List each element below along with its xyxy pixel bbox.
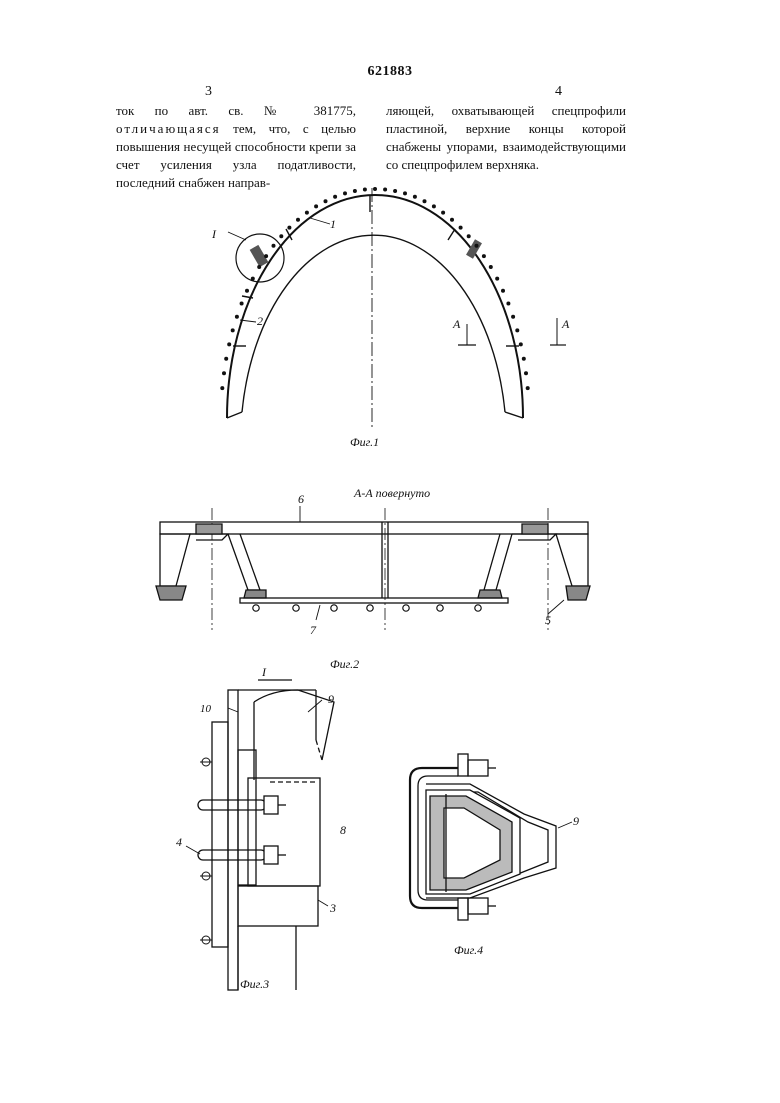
- arch-bolt-dot: [333, 194, 338, 199]
- column-number-left: 3: [205, 84, 212, 99]
- arch-bolt-dot: [224, 356, 229, 361]
- arch-bolt-dot: [441, 210, 446, 215]
- plate-bolt-dot: [366, 604, 374, 612]
- fig3-label-10: 10: [200, 703, 212, 715]
- fig3-caption: Фиг.3: [240, 977, 269, 991]
- fig4-label-9: 9: [573, 814, 579, 828]
- fig3-side-bolts: [200, 757, 212, 945]
- arch-bolt-dot: [495, 276, 500, 281]
- plate-bolt-dot: [252, 604, 260, 612]
- plate-bolt-dot: [436, 604, 444, 612]
- fig2-label-7: 7: [310, 623, 317, 637]
- fig1-section-right: A: [561, 317, 570, 331]
- fig2-caption: Фиг.2: [330, 657, 359, 671]
- arch-bolt-dot: [511, 314, 516, 319]
- arch-bolt-dot: [525, 386, 530, 391]
- column-number-right: 4: [555, 84, 562, 99]
- fig3-label-3: 3: [329, 901, 336, 915]
- arch-bolt-dot: [222, 371, 226, 376]
- left-text-spaced: отличающаяся: [116, 121, 221, 136]
- arch-bolt-dot: [314, 204, 319, 209]
- fig4-profile-drawing: [408, 753, 573, 921]
- plate-bolt-dot: [330, 604, 338, 612]
- arch-bolt-dot: [323, 199, 328, 204]
- arch-bolt-dot: [264, 254, 269, 259]
- arch-bolt-dot: [220, 386, 225, 391]
- arch-bolt-dot: [227, 342, 232, 347]
- arch-bolt-dot: [474, 243, 479, 248]
- arch-bolt-dot: [362, 187, 367, 192]
- arch-bolt-dot: [250, 276, 255, 281]
- arch-bolt-dot: [466, 234, 471, 239]
- fig1-caption: Фиг.1: [350, 435, 379, 449]
- fig1-bolt-dots: [220, 187, 530, 391]
- fig1-section-left: A: [452, 317, 461, 331]
- arch-bolt-dot: [518, 342, 523, 347]
- arch-bolt-dot: [234, 314, 239, 319]
- right-column-text: ляющей, охватывающей спецпрофили пластин…: [386, 102, 626, 174]
- arch-bolt-dot: [271, 243, 276, 248]
- left-text-part1: ток по авт. св. № 381775,: [116, 103, 356, 118]
- fig3-label-9: 9: [328, 692, 334, 706]
- arch-bolt-dot: [257, 265, 262, 269]
- fig3-label-4: 4: [176, 835, 182, 849]
- left-text-part2: тем, что, с целью повышения несущей спос…: [116, 121, 356, 190]
- arch-bolt-dot: [383, 187, 388, 192]
- fig4-caption: Фиг.4: [454, 943, 483, 957]
- patent-number: 621883: [367, 64, 413, 79]
- arch-bolt-dot: [230, 328, 235, 333]
- arch-bolt-dot: [373, 187, 377, 191]
- fig3-title: I: [261, 665, 267, 679]
- arch-bolt-dot: [287, 225, 292, 230]
- fig1-label-node: I: [211, 227, 217, 241]
- arch-bolt-dot: [450, 217, 454, 222]
- arch-bolt-dot: [458, 225, 463, 230]
- arch-bolt-dot: [304, 210, 309, 215]
- fig2-bolt-dots: [252, 604, 482, 612]
- arch-bolt-dot: [403, 191, 407, 196]
- fig1-arch-drawing: [226, 188, 566, 428]
- arch-bolt-dot: [239, 301, 244, 306]
- arch-bolt-dot: [352, 189, 357, 193]
- fig3-label-8: 8: [340, 823, 346, 837]
- arch-bolt-dot: [343, 191, 347, 196]
- arch-bolt-dot: [422, 199, 427, 204]
- arch-bolt-dot: [279, 234, 284, 239]
- arch-bolt-dot: [506, 301, 511, 306]
- plate-bolt-dot: [474, 604, 482, 612]
- fig2-section-drawing: [155, 506, 591, 630]
- arch-bolt-dot: [524, 371, 528, 376]
- arch-bolt-dot: [412, 194, 417, 199]
- plate-bolt-dot: [292, 604, 300, 612]
- arch-bolt-dot: [488, 265, 493, 269]
- left-column-text: ток по авт. св. № 381775, отличающаяся т…: [116, 102, 356, 192]
- fig2-label-5: 5: [545, 613, 551, 627]
- arch-bolt-dot: [245, 288, 249, 293]
- arch-bolt-dot: [515, 328, 520, 333]
- arch-bolt-dot: [501, 288, 505, 293]
- fig1-label-1: 1: [330, 217, 336, 231]
- fig3-detail-drawing: [185, 679, 335, 991]
- arch-bolt-dot: [393, 189, 398, 193]
- right-text: ляющей, охватывающей спецпрофили пластин…: [386, 103, 626, 172]
- arch-bolt-dot: [481, 254, 486, 259]
- fig1-label-2: 2: [257, 314, 263, 328]
- arch-bolt-dot: [521, 356, 526, 361]
- plate-bolt-dot: [402, 604, 410, 612]
- arch-bolt-dot: [296, 217, 300, 222]
- fig2-title: А-А повернуто: [353, 486, 430, 500]
- arch-bolt-dot: [431, 204, 436, 209]
- fig2-label-6: 6: [298, 492, 304, 506]
